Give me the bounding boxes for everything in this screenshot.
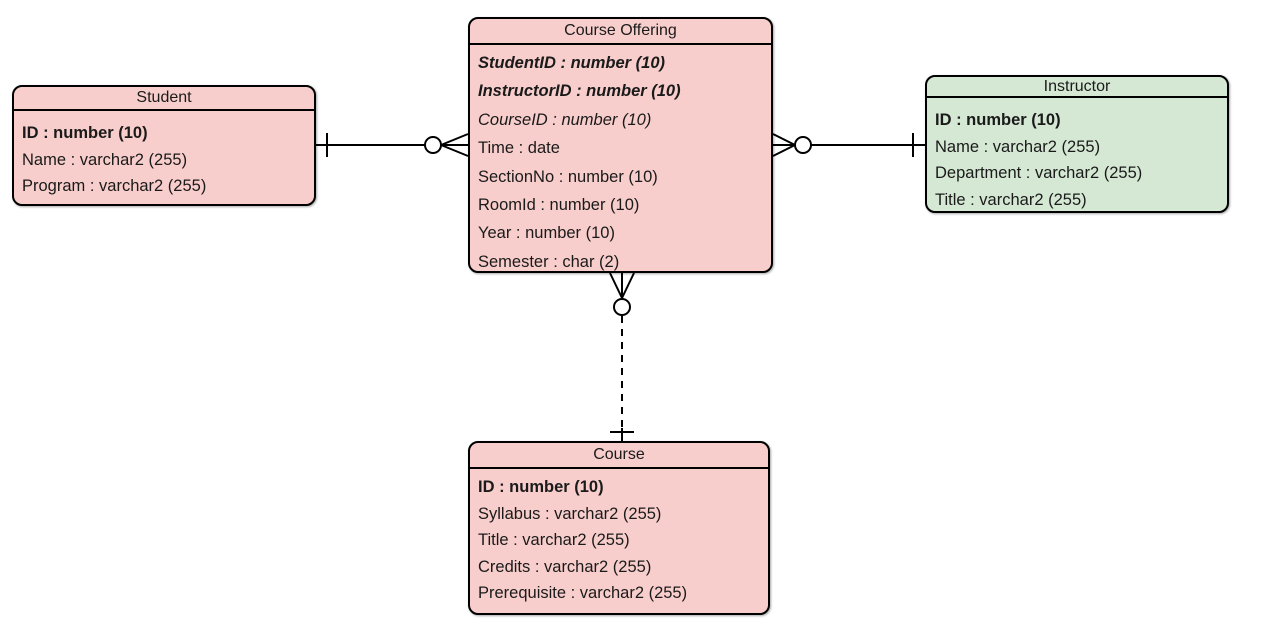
- attribute-row: ID : number (10): [478, 478, 604, 496]
- attribute-row: Department : varchar2 (255): [935, 164, 1143, 182]
- attribute-row: ID : number (10): [935, 111, 1061, 129]
- attribute-row: Credits : varchar2 (255): [478, 557, 652, 576]
- relationship-course-offering-course[interactable]: [609, 272, 635, 442]
- attribute-row: SectionNo : number (10): [478, 167, 658, 186]
- attribute-row: InstructorID : number (10): [478, 82, 681, 101]
- attribute-row: Syllabus : varchar2 (255): [478, 504, 662, 523]
- crow-foot-marker: [609, 272, 635, 299]
- crow-foot-marker: [772, 133, 796, 157]
- crow-foot-marker: [440, 133, 469, 157]
- attribute-row: Year : number (10): [478, 224, 615, 243]
- attribute-list: ID : number (10) Syllabus : varchar2 (25…: [470, 469, 768, 607]
- attribute-row: CourseID : number (10): [478, 110, 652, 129]
- entity-title: Student: [14, 87, 314, 111]
- attribute-row: ID : number (10): [22, 124, 148, 142]
- attribute-row: RoomId : number (10): [478, 196, 640, 215]
- zero-circle-marker: [424, 136, 442, 154]
- attribute-row: Semester : char (2): [478, 252, 620, 271]
- entity-course-offering[interactable]: Course Offering StudentID : number (10) …: [468, 17, 773, 273]
- attribute-list: ID : number (10) Name : varchar2 (255) D…: [927, 98, 1227, 213]
- attribute-row: Title : varchar2 (255): [478, 531, 630, 549]
- attribute-row: StudentID : number (10): [478, 54, 666, 72]
- entity-instructor[interactable]: Instructor ID : number (10) Name : varch…: [925, 75, 1229, 213]
- attribute-row: Title : varchar2 (255): [935, 190, 1087, 209]
- attribute-row: Prerequisite : varchar2 (255): [478, 584, 688, 602]
- entity-title: Course Offering: [470, 19, 771, 45]
- attribute-list: StudentID : number (10) InstructorID : n…: [470, 45, 771, 276]
- relationship-student-course-offering[interactable]: [316, 133, 469, 157]
- entity-title: Instructor: [927, 77, 1227, 98]
- attribute-row: Time : date: [478, 139, 560, 158]
- relationship-course-offering-instructor[interactable]: [772, 133, 925, 157]
- zero-circle-marker: [794, 136, 812, 154]
- attribute-row: Name : varchar2 (255): [22, 150, 188, 169]
- entity-student[interactable]: Student ID : number (10) Name : varchar2…: [12, 85, 316, 206]
- entity-course[interactable]: Course ID : number (10) Syllabus : varch…: [468, 441, 770, 615]
- entity-title: Course: [470, 443, 768, 469]
- attribute-list: ID : number (10) Name : varchar2 (255) P…: [14, 111, 314, 200]
- attribute-row: Name : varchar2 (255): [935, 137, 1101, 156]
- zero-circle-marker: [613, 298, 631, 316]
- attribute-row: Program : varchar2 (255): [22, 177, 207, 195]
